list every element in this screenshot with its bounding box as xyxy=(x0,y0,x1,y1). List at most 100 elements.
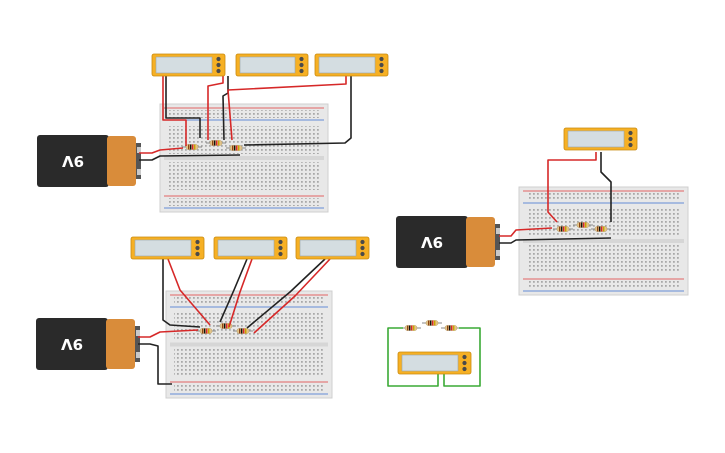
probe-jack[interactable] xyxy=(195,239,200,245)
probe-jack[interactable] xyxy=(360,251,365,257)
wire-green[interactable] xyxy=(443,327,481,387)
center-channel xyxy=(170,342,328,347)
probe-jack[interactable] xyxy=(195,245,200,251)
probe-jack[interactable] xyxy=(216,62,221,68)
probe-jack[interactable] xyxy=(278,239,283,245)
multimeter[interactable] xyxy=(563,127,638,151)
terminal-strip-top[interactable] xyxy=(168,126,320,154)
rail-holes[interactable] xyxy=(168,110,320,118)
wire-green[interactable] xyxy=(387,327,439,387)
battery-label: 9V xyxy=(62,152,84,170)
wire-black[interactable] xyxy=(219,258,248,323)
probe-jack[interactable] xyxy=(195,251,200,257)
wire-red[interactable] xyxy=(167,258,211,326)
rail-holes[interactable] xyxy=(527,193,680,201)
rail-holes[interactable] xyxy=(527,281,680,289)
wire-black[interactable] xyxy=(499,237,612,244)
multimeter[interactable] xyxy=(235,53,309,77)
wire-red[interactable] xyxy=(228,258,253,328)
probe-jack[interactable] xyxy=(628,130,633,136)
probe-jack[interactable] xyxy=(278,251,283,257)
wire-red[interactable] xyxy=(499,227,553,237)
rail-holes[interactable] xyxy=(168,198,320,206)
center-channel xyxy=(523,239,684,243)
resistor[interactable] xyxy=(226,145,246,151)
resistor[interactable] xyxy=(553,226,573,232)
wire-black[interactable] xyxy=(222,76,229,141)
resistor[interactable] xyxy=(591,226,611,232)
probe-jack[interactable] xyxy=(216,68,221,74)
multimeter[interactable] xyxy=(314,53,389,77)
resistor[interactable] xyxy=(206,140,226,146)
wire-black[interactable] xyxy=(600,152,612,222)
wire-black[interactable] xyxy=(139,154,241,161)
wire-red[interactable] xyxy=(139,147,184,154)
multimeter-display xyxy=(217,239,275,257)
multimeter-display xyxy=(239,56,296,74)
wire-red[interactable] xyxy=(547,152,597,223)
probe-jack[interactable] xyxy=(379,62,384,68)
resistor[interactable] xyxy=(401,325,421,331)
resistor[interactable] xyxy=(233,328,253,334)
terminal-strip-bottom[interactable] xyxy=(527,245,680,273)
center-channel xyxy=(164,156,324,160)
probe-jack[interactable] xyxy=(379,68,384,74)
probe-jack[interactable] xyxy=(216,56,221,62)
probe-jack[interactable] xyxy=(360,245,365,251)
probe-jack[interactable] xyxy=(299,56,304,62)
wire-black[interactable] xyxy=(165,76,201,138)
probe-jack[interactable] xyxy=(462,354,467,360)
multimeter[interactable] xyxy=(151,53,226,77)
probe-jack[interactable] xyxy=(379,56,384,62)
wire-red[interactable] xyxy=(227,76,347,141)
multimeter[interactable] xyxy=(213,236,288,260)
wire-black[interactable] xyxy=(243,76,352,146)
rail-holes[interactable] xyxy=(174,384,324,392)
battery-terminals[interactable] xyxy=(495,224,500,260)
probe-jack[interactable] xyxy=(628,142,633,148)
probe-jack[interactable] xyxy=(462,360,467,366)
terminal-strip-top[interactable] xyxy=(527,209,680,237)
probe-jack[interactable] xyxy=(360,239,365,245)
terminal-strip-bottom[interactable] xyxy=(168,162,320,190)
rail-holes[interactable] xyxy=(174,297,324,305)
wire-red[interactable] xyxy=(138,329,199,338)
resistor[interactable] xyxy=(573,222,593,228)
resistor[interactable] xyxy=(422,320,442,326)
multimeter-display xyxy=(299,239,357,257)
resistor[interactable] xyxy=(182,144,202,150)
multimeter-display xyxy=(318,56,376,74)
probe-jack[interactable] xyxy=(299,68,304,74)
wire-red[interactable] xyxy=(162,76,187,146)
wire-black[interactable] xyxy=(138,343,172,385)
resistor[interactable] xyxy=(196,328,216,334)
probe-jack[interactable] xyxy=(299,62,304,68)
battery-9v[interactable]: 9V xyxy=(396,216,500,268)
breadboard[interactable] xyxy=(165,290,333,399)
wire-red[interactable] xyxy=(253,258,331,334)
terminal-strip-bottom[interactable] xyxy=(174,348,324,377)
multimeter[interactable] xyxy=(295,236,370,260)
battery-cap xyxy=(107,136,136,186)
battery-cap xyxy=(106,319,135,369)
probe-jack[interactable] xyxy=(628,136,633,142)
wire-black[interactable] xyxy=(246,258,326,329)
multimeter-display xyxy=(567,130,625,148)
battery-terminals[interactable] xyxy=(136,143,141,179)
battery-9v[interactable]: 9V xyxy=(36,318,140,370)
wire-black[interactable] xyxy=(162,259,201,328)
breadboard[interactable] xyxy=(159,103,329,213)
probe-jack[interactable] xyxy=(462,366,467,372)
multimeter[interactable] xyxy=(130,236,205,260)
battery-label: 9V xyxy=(421,233,443,251)
battery-9v[interactable]: 9V xyxy=(37,135,141,187)
probe-jack[interactable] xyxy=(278,245,283,251)
wire-red[interactable] xyxy=(207,76,224,140)
multimeter-display xyxy=(155,56,213,74)
battery-terminals[interactable] xyxy=(135,326,140,362)
multimeter-display xyxy=(134,239,192,257)
multimeter[interactable] xyxy=(397,351,472,375)
breadboard[interactable] xyxy=(518,186,689,296)
resistor[interactable] xyxy=(441,325,461,331)
